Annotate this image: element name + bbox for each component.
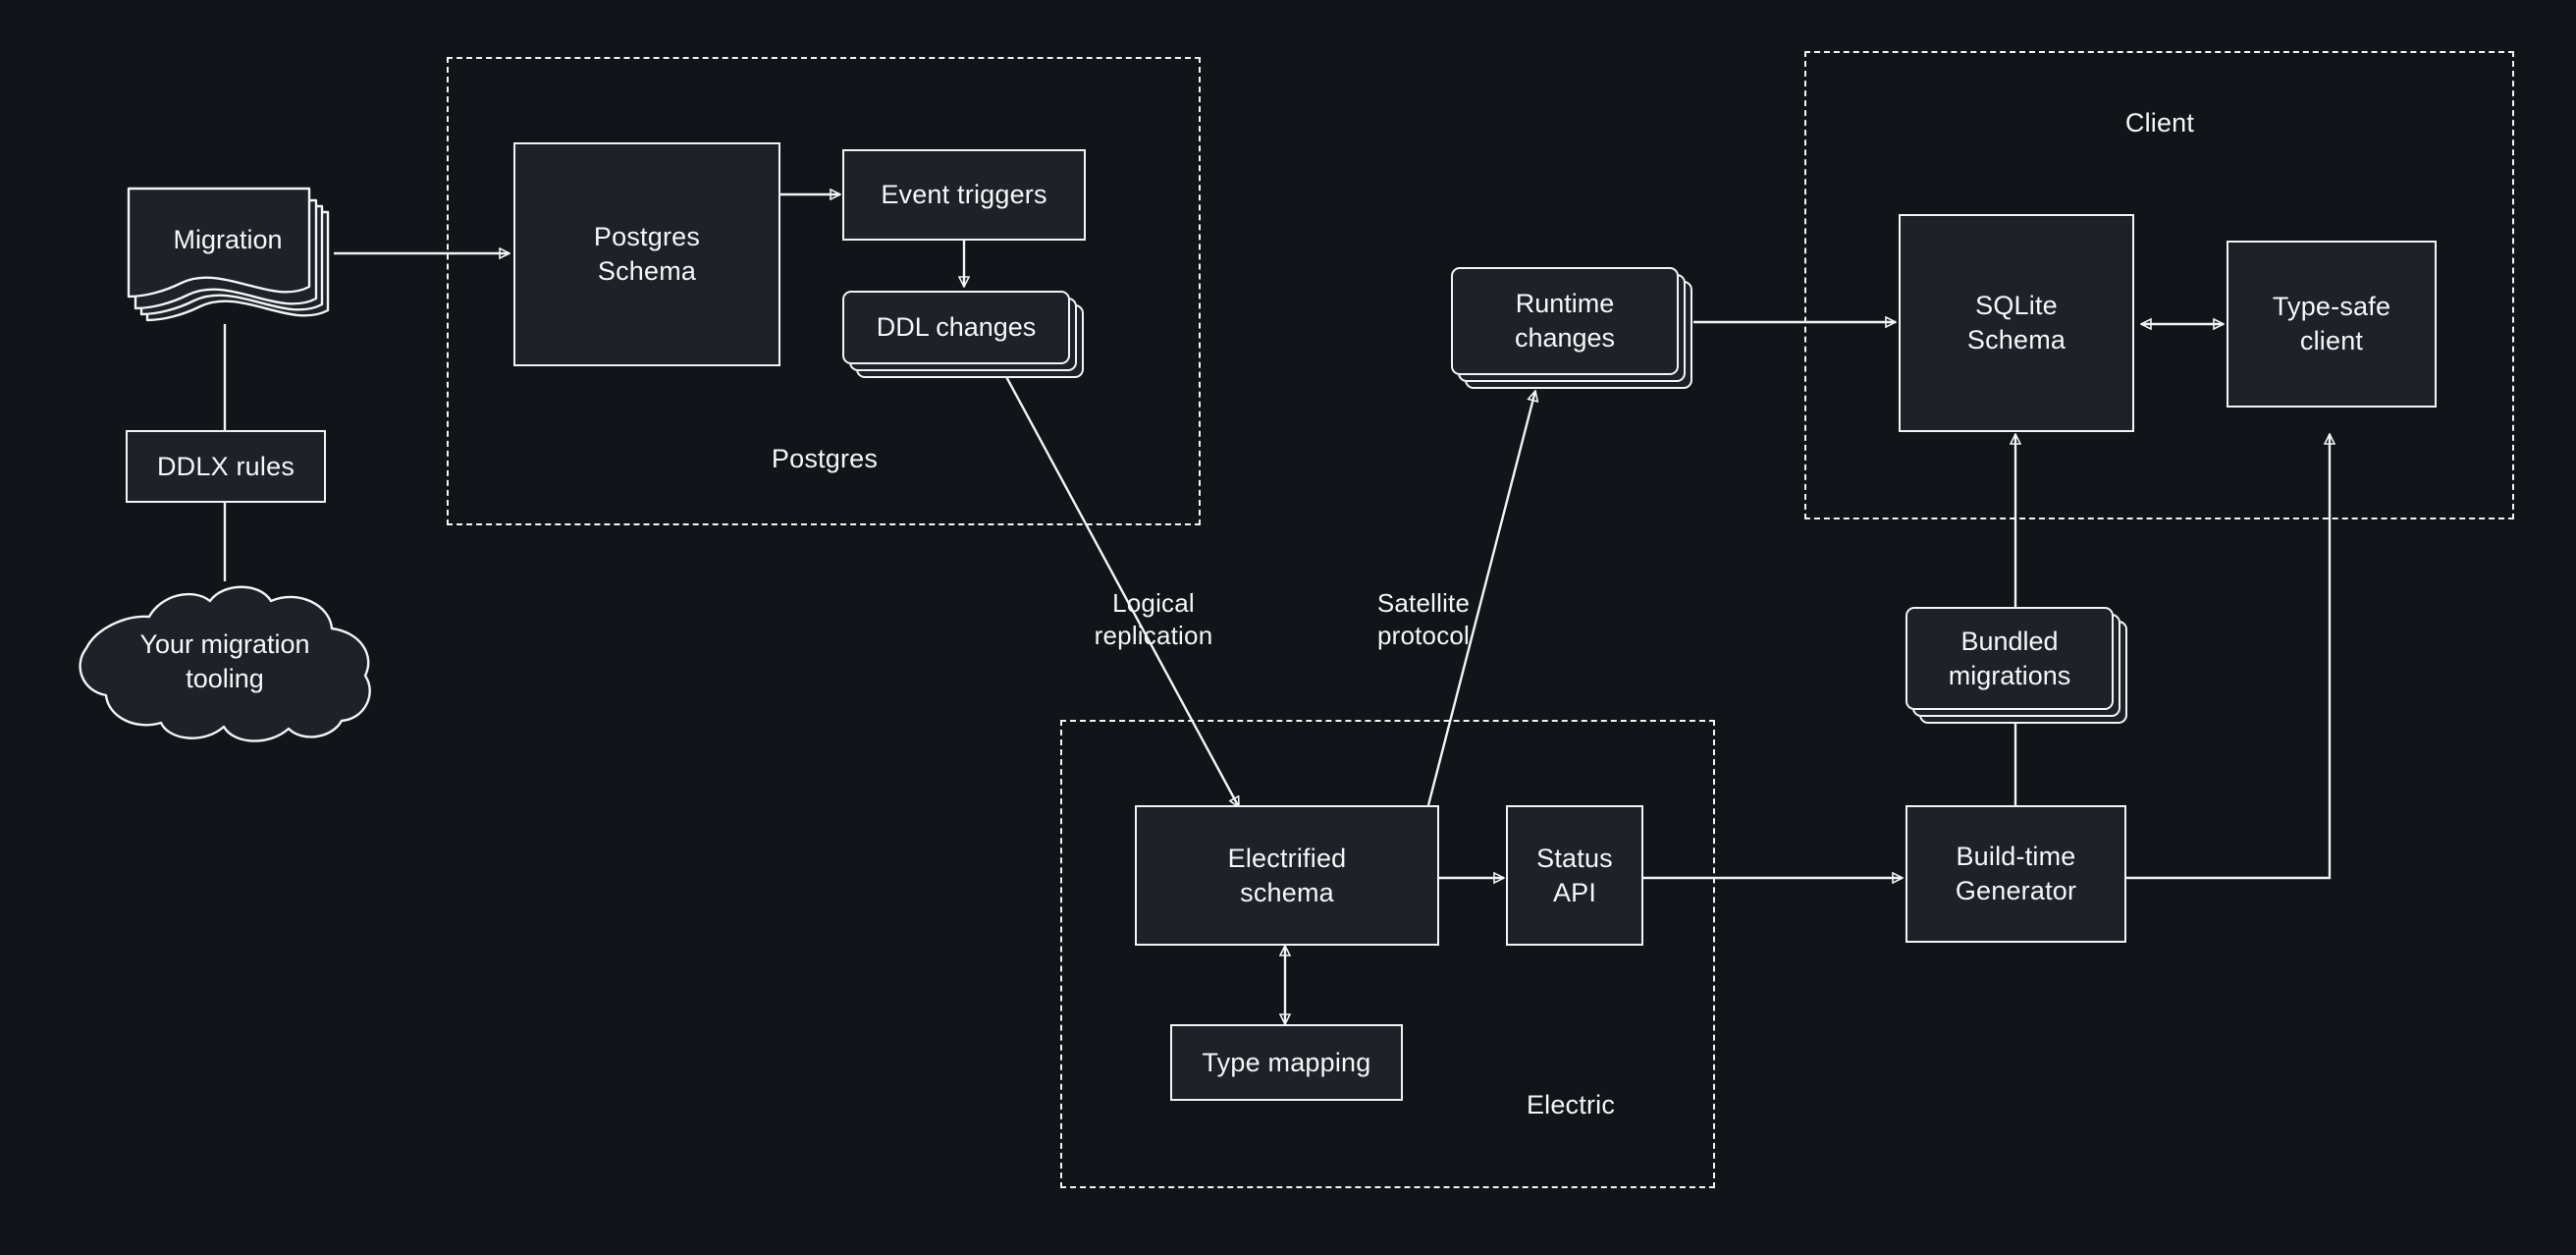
node-event-triggers-label: Event triggers xyxy=(881,180,1047,210)
node-postgres-schema[interactable]: Postgres Schema xyxy=(513,142,780,366)
edge-label-satellite-protocol: Satellite protocol xyxy=(1376,588,1471,650)
node-type-safe-client-label: Type-safe client xyxy=(2272,292,2391,355)
node-build-time-generator[interactable]: Build-time Generator xyxy=(1905,805,2126,943)
node-electrified-schema-label: Electrified schema xyxy=(1227,843,1347,907)
node-build-time-generator-label: Build-time Generator xyxy=(1955,842,2077,905)
group-electric xyxy=(1060,720,1715,1188)
node-status-api[interactable]: Status API xyxy=(1506,805,1643,946)
node-type-mapping[interactable]: Type mapping xyxy=(1170,1024,1403,1101)
paper-stack-icon xyxy=(127,187,330,322)
node-type-mapping-label: Type mapping xyxy=(1202,1047,1371,1077)
node-sqlite-schema[interactable]: SQLite Schema xyxy=(1899,214,2134,432)
group-client-label: Client xyxy=(2124,108,2195,137)
node-runtime-changes-label: Runtime changes xyxy=(1451,267,1679,375)
cloud-icon xyxy=(79,585,371,742)
node-bundled-migrations[interactable]: Bundled migrations xyxy=(1905,607,2127,724)
node-electrified-schema[interactable]: Electrified schema xyxy=(1135,805,1439,946)
group-postgres xyxy=(447,57,1201,525)
group-client xyxy=(1804,51,2514,519)
node-type-safe-client[interactable]: Type-safe client xyxy=(2227,241,2437,408)
group-postgres-label: Postgres xyxy=(771,444,879,473)
edge-label-logical-replication: Logical replication xyxy=(1094,588,1213,650)
node-migration[interactable]: Migration xyxy=(124,185,332,334)
node-status-api-label: Status API xyxy=(1536,843,1613,907)
node-migration-tooling[interactable]: Your migration tooling xyxy=(67,579,383,744)
node-ddl-changes[interactable]: DDL changes xyxy=(842,291,1084,378)
node-ddl-changes-label: DDL changes xyxy=(842,291,1070,364)
node-sqlite-schema-label: SQLite Schema xyxy=(1966,291,2066,355)
node-event-triggers[interactable]: Event triggers xyxy=(842,149,1086,241)
node-bundled-migrations-label: Bundled migrations xyxy=(1905,607,2114,710)
node-ddlx-rules[interactable]: DDLX rules xyxy=(126,430,326,503)
node-ddlx-rules-label: DDLX rules xyxy=(156,451,295,481)
node-postgres-schema-label: Postgres Schema xyxy=(593,222,701,286)
group-electric-label: Electric xyxy=(1526,1090,1616,1119)
node-runtime-changes[interactable]: Runtime changes xyxy=(1451,267,1692,389)
